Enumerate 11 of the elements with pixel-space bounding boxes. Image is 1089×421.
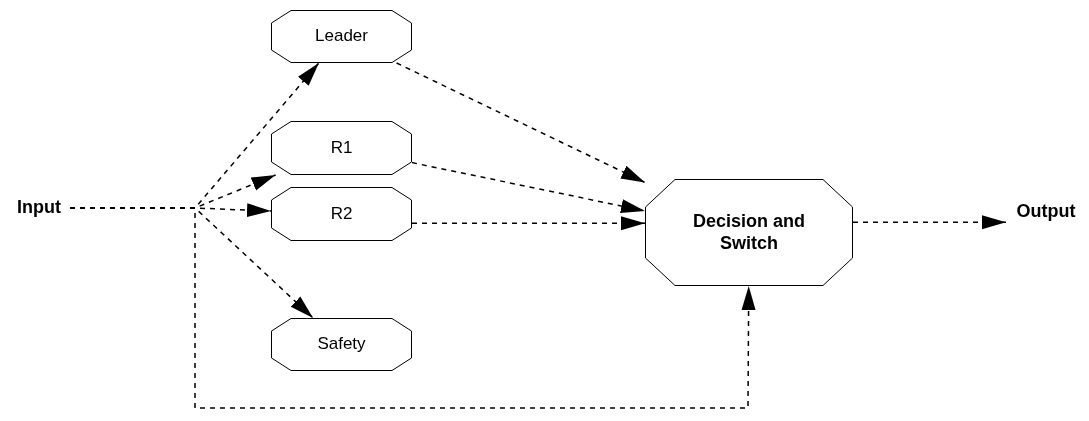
node-label: Decision and Switch <box>692 210 806 255</box>
io-label: Input <box>17 197 61 219</box>
node-label: Leader <box>315 26 368 47</box>
node-label: R2 <box>330 203 353 225</box>
node-label: R1 <box>330 137 353 159</box>
arrow <box>395 62 646 184</box>
io-label: Output <box>1016 201 1076 223</box>
arrow <box>411 216 646 231</box>
node-label: Safety <box>317 334 366 355</box>
arrow <box>852 215 1007 230</box>
arrow <box>411 161 646 213</box>
